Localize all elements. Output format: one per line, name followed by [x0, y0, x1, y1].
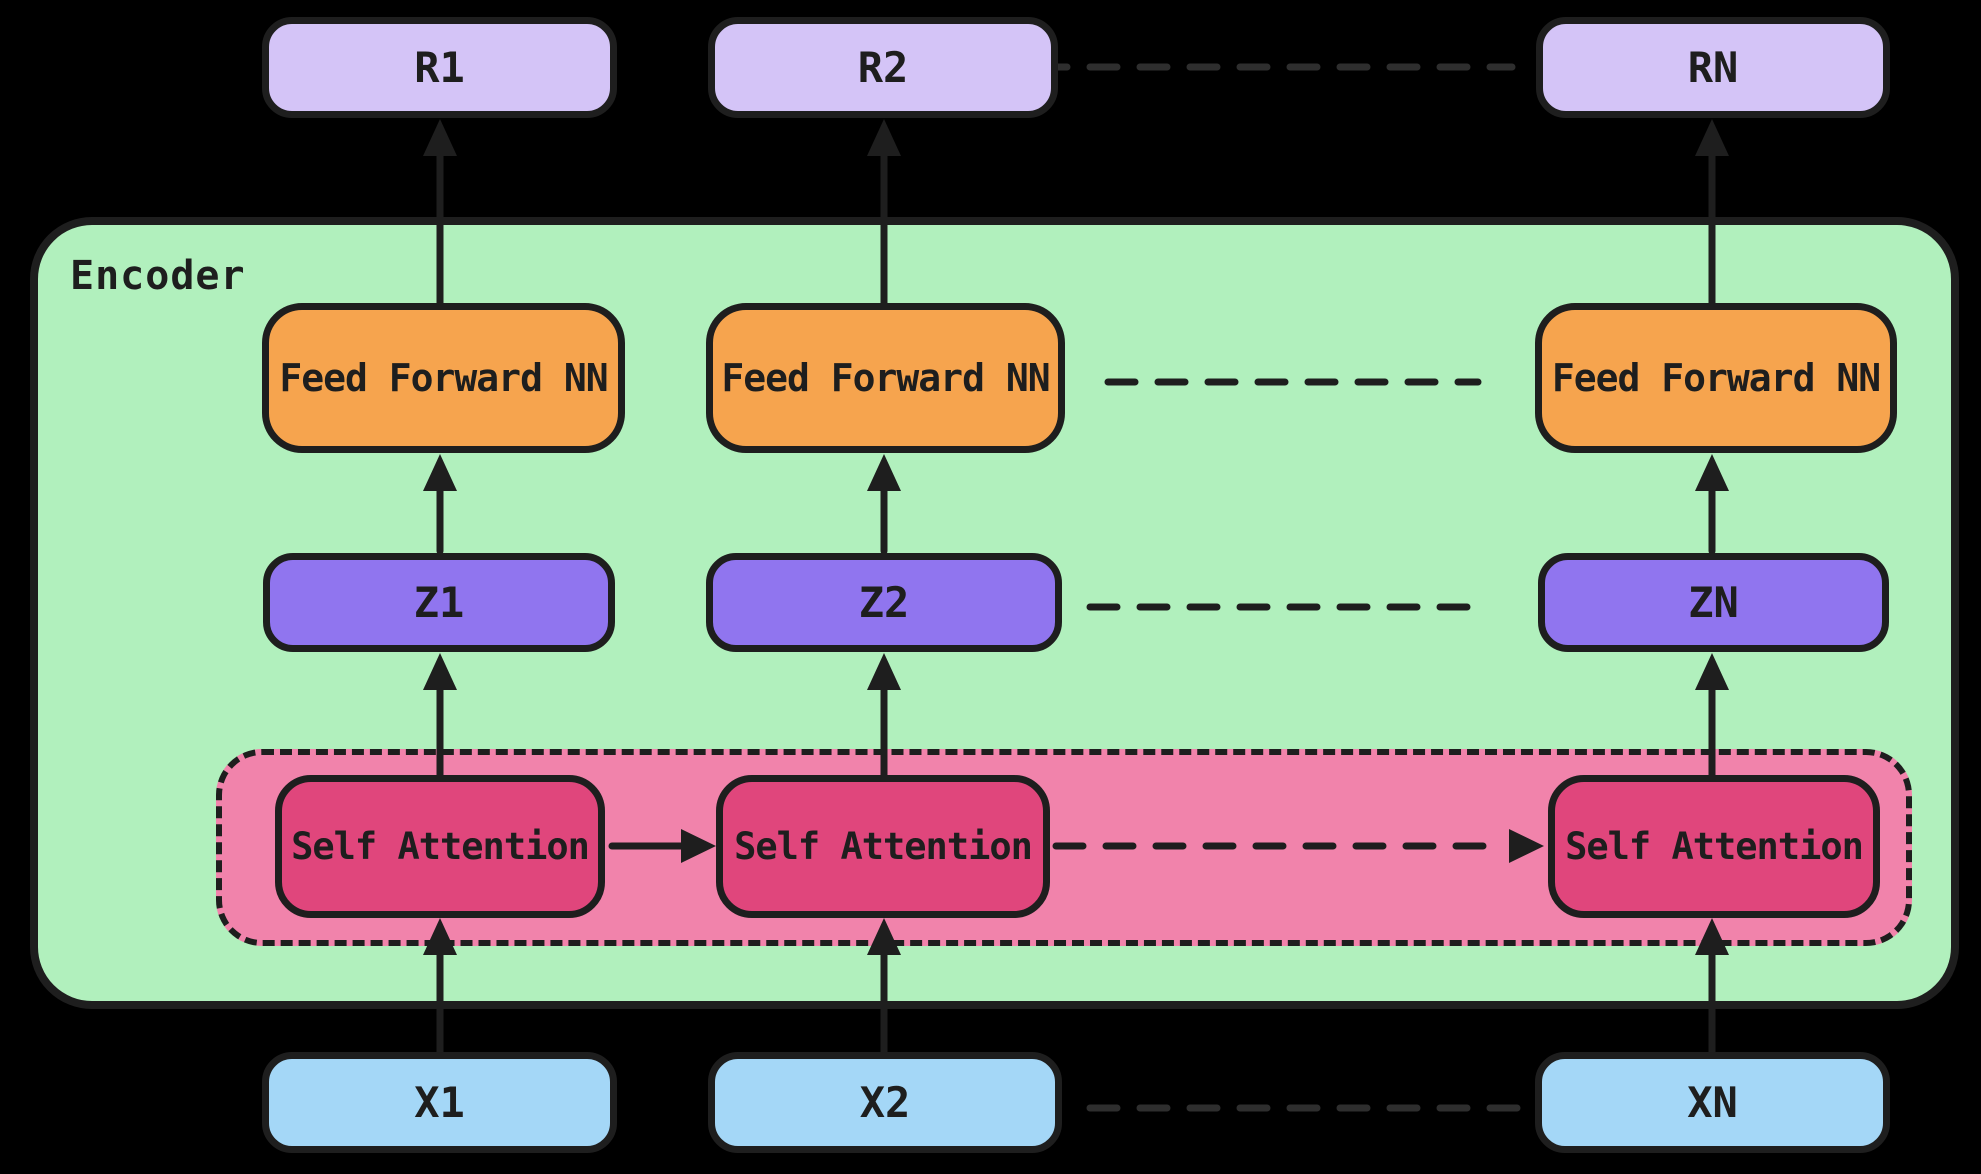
arrowhead-z1: [423, 653, 457, 690]
arrowhead-san-left: [1509, 829, 1544, 863]
input-box-x1: X1: [262, 1052, 617, 1153]
arrowhead-r2: [867, 119, 901, 156]
arrowhead-ffn1: [423, 454, 457, 491]
arrowhead-sa2: [867, 918, 901, 955]
arrowhead-ffn2: [867, 454, 901, 491]
z-box-2: Z2: [706, 553, 1062, 652]
ffn-box-n: Feed Forward NN: [1535, 303, 1897, 453]
self-attention-box-2: Self Attention: [716, 775, 1050, 918]
output-box-r2: R2: [708, 17, 1058, 118]
arrowhead-sa1: [423, 918, 457, 955]
arrowhead-zn: [1695, 653, 1729, 690]
arrowhead-ffnn: [1695, 454, 1729, 491]
input-box-xn: XN: [1535, 1052, 1890, 1153]
arrowhead-sa2-left: [681, 829, 716, 863]
output-box-rn: RN: [1536, 17, 1890, 118]
ffn-box-1: Feed Forward NN: [262, 303, 625, 453]
self-attention-box-n: Self Attention: [1548, 775, 1880, 918]
output-box-r1: R1: [262, 17, 617, 118]
encoder-label: Encoder: [70, 253, 246, 299]
input-box-x2: X2: [708, 1052, 1062, 1153]
z-box-1: Z1: [263, 553, 615, 652]
arrowhead-san: [1695, 918, 1729, 955]
arrowhead-rn: [1695, 119, 1729, 156]
arrowhead-r1: [423, 119, 457, 156]
z-box-n: ZN: [1538, 553, 1889, 652]
arrowhead-z2: [867, 653, 901, 690]
self-attention-box-1: Self Attention: [275, 775, 605, 918]
ffn-box-2: Feed Forward NN: [706, 303, 1065, 453]
